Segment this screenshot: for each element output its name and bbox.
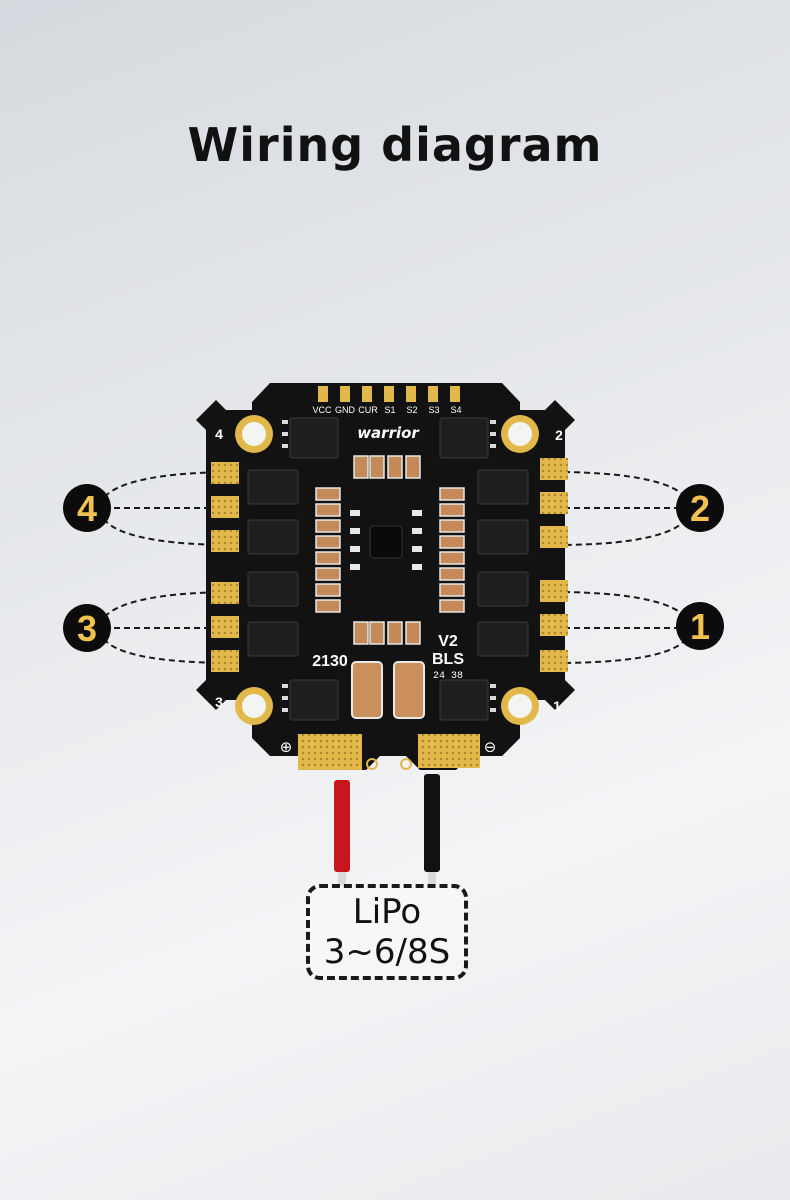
motor-callout-3: 3 bbox=[63, 604, 111, 652]
mounting-holes bbox=[235, 415, 539, 725]
page-title: Wiring diagram bbox=[187, 118, 603, 172]
pin-label-s4: S4 bbox=[450, 405, 461, 415]
motor-callout-2: 2 bbox=[676, 484, 724, 532]
bulk-capacitors bbox=[351, 661, 425, 719]
mcu-chip bbox=[369, 525, 403, 559]
pin-label-cur: CUR bbox=[358, 405, 378, 415]
corner-label-bottom-left: 3 bbox=[215, 694, 223, 710]
battery-label-box: LiPo 3~6/8S bbox=[306, 884, 468, 980]
battery-pads bbox=[298, 734, 480, 770]
battery-negative-symbol: ⊖ bbox=[484, 738, 497, 756]
battery-type-label: LiPo bbox=[352, 892, 422, 932]
signal-pin-labels: VCC GND CUR S1 S2 S3 S4 bbox=[312, 405, 461, 415]
corner-label-top-right: 2 bbox=[555, 427, 563, 443]
callout-number-1: 1 bbox=[690, 606, 710, 647]
negative-wire bbox=[424, 774, 440, 872]
signal-pin-pads bbox=[318, 386, 460, 402]
motor-wire-loops-right bbox=[553, 471, 692, 664]
motor-pads-right bbox=[540, 458, 568, 672]
pin-label-s1: S1 bbox=[384, 405, 395, 415]
motor-callout-4: 4 bbox=[63, 484, 111, 532]
motor-callout-1: 1 bbox=[676, 602, 724, 650]
battery-wires bbox=[334, 774, 440, 886]
battery-positive-symbol: ⊕ bbox=[280, 738, 293, 756]
date-code-label: 24 38 bbox=[433, 671, 463, 682]
smd-components bbox=[315, 455, 465, 645]
motor-pads-left bbox=[211, 462, 239, 672]
pin-label-s3: S3 bbox=[428, 405, 439, 415]
brand-logo: warrior bbox=[357, 424, 420, 442]
model-bls-label: BLS bbox=[432, 651, 464, 668]
positive-wire bbox=[334, 780, 350, 872]
pin-label-vcc: VCC bbox=[312, 405, 332, 415]
pin-label-gnd: GND bbox=[335, 405, 356, 415]
callout-number-2: 2 bbox=[690, 488, 710, 529]
mosfets bbox=[247, 417, 529, 721]
corner-label-bottom-right: 1 bbox=[553, 698, 561, 714]
battery-cells-label: 3~6/8S bbox=[323, 932, 451, 972]
esc-board: VCC GND CUR S1 S2 S3 S4 4 2 3 1 warrior bbox=[196, 383, 575, 770]
callout-number-4: 4 bbox=[77, 488, 97, 529]
pin-label-s2: S2 bbox=[406, 405, 417, 415]
model-number-label: 2130 bbox=[312, 653, 348, 670]
model-version-label: V2 bbox=[438, 633, 458, 650]
corner-label-top-left: 4 bbox=[215, 426, 223, 442]
callout-number-3: 3 bbox=[77, 608, 97, 649]
